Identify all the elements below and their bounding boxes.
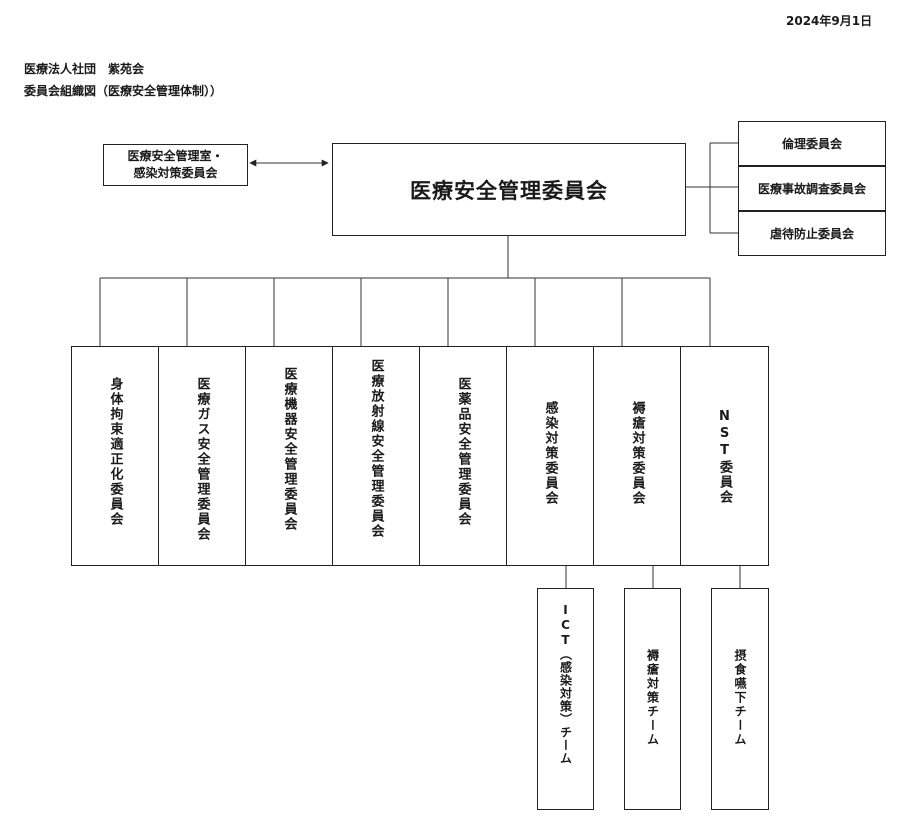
chart-subtitle: 委員会組織図（医療安全管理体制））	[24, 84, 223, 98]
team-box: 摂食嚥下チーム	[711, 588, 769, 810]
team-label: 褥瘡対策チーム	[645, 649, 660, 747]
sub-committee-box: 医薬品安全管理委員会	[419, 346, 507, 566]
sub-committee-box: 身体拘束適正化委員会	[71, 346, 159, 566]
sub-committee-label: 医療機器安全管理委員会	[281, 367, 297, 532]
ethics-committee-label: 倫理委員会	[781, 137, 842, 151]
central-committee-label: 医療安全管理委員会	[410, 178, 608, 203]
sub-committee-label: 身体拘束適正化委員会	[107, 377, 123, 527]
sub-committee-label: 医薬品安全管理委員会	[455, 377, 471, 527]
safety-office-line2: 感染対策委員会	[133, 166, 218, 180]
sub-committee-box: 褥瘡対策委員会	[593, 346, 681, 566]
team-label: ICT（感染対策）チーム	[558, 603, 573, 765]
sub-committee-box: 医療機器安全管理委員会	[245, 346, 333, 566]
safety-office-box: 医療安全管理室・ 感染対策委員会	[103, 144, 248, 186]
abuse-prevention-committee-label: 虐待防止委員会	[769, 227, 854, 241]
team-label: 摂食嚥下チーム	[733, 649, 747, 747]
ethics-committee-box: 倫理委員会	[738, 121, 886, 166]
document-date: 2024年9月1日	[786, 14, 873, 28]
abuse-prevention-committee-box: 虐待防止委員会	[738, 211, 886, 256]
sub-committee-label: 感染対策委員会	[542, 401, 558, 506]
sub-committee-box: 医療ガス安全管理委員会	[158, 346, 246, 566]
team-box: ICT（感染対策）チーム	[537, 588, 594, 810]
sub-committee-label: NST委員会	[717, 409, 732, 505]
central-committee-box: 医療安全管理委員会	[332, 143, 686, 236]
accident-investigation-committee-box: 医療事故調査委員会	[738, 166, 886, 211]
sub-committee-label: 褥瘡対策委員会	[629, 401, 645, 506]
team-box: 褥瘡対策チーム	[624, 588, 681, 810]
organization-name: 医療法人社団 紫苑会	[24, 62, 145, 76]
sub-committee-box: 感染対策委員会	[506, 346, 594, 566]
safety-office-line1: 医療安全管理室・	[127, 149, 224, 163]
sub-committee-box: 医療放射線安全管理委員会	[332, 346, 420, 566]
accident-investigation-committee-label: 医療事故調査委員会	[757, 182, 866, 196]
sub-committee-box: NST委員会	[680, 346, 769, 566]
sub-committee-label: 医療ガス安全管理委員会	[194, 377, 210, 542]
sub-committee-label: 医療放射線安全管理委員会	[368, 359, 384, 539]
